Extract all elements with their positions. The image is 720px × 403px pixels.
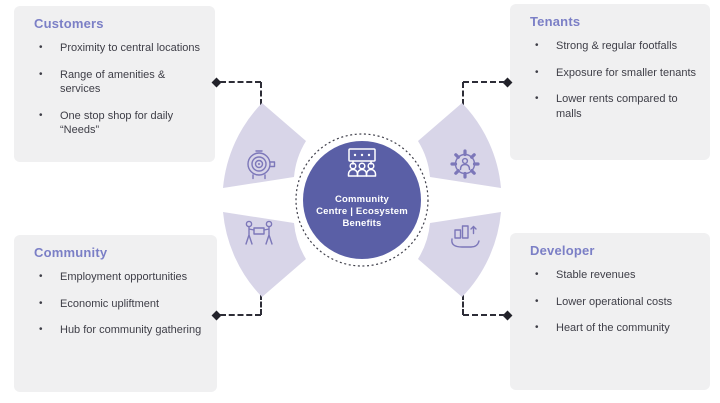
people-carrying-icon xyxy=(245,220,273,245)
connector-bottom-left-vertical xyxy=(260,294,262,315)
hub-graphic xyxy=(223,103,501,297)
petal-bottom-right xyxy=(418,212,501,297)
hub-label-line2: Centre | Ecosystem xyxy=(316,205,408,217)
list-item-text: Strong & regular footfalls xyxy=(556,40,678,52)
petal-bottom-left xyxy=(223,212,306,297)
tenants-box-title: Tenants xyxy=(530,14,581,29)
developer-box: Developer • Stable revenues • Lower oper… xyxy=(510,233,710,390)
tenants-box: Tenants • Strong & regular footfalls • E… xyxy=(510,4,710,160)
connector-bottom-right-vertical xyxy=(462,294,464,315)
bullet-marker: • xyxy=(535,66,539,78)
list-item: • Heart of the community xyxy=(530,321,696,336)
hand-coins-icon xyxy=(451,225,480,248)
connector-bottom-left-horizontal xyxy=(220,314,261,316)
bullet-marker: • xyxy=(39,68,43,80)
bullet-marker: • xyxy=(39,324,43,336)
list-item: • Proximity to central locations xyxy=(34,41,201,56)
list-item-text: Proximity to central locations xyxy=(60,42,200,54)
list-item: • Strong & regular footfalls xyxy=(530,39,696,54)
bullet-marker: • xyxy=(39,109,43,121)
list-item-text: Stable revenues xyxy=(556,269,636,281)
connector-top-left-vertical xyxy=(260,82,262,105)
petal-top-left xyxy=(223,103,306,188)
developer-box-title: Developer xyxy=(530,243,595,258)
list-item-text: Hub for community gathering xyxy=(60,324,202,337)
list-item: • Stable revenues xyxy=(530,268,696,283)
bullet-marker: • xyxy=(39,297,43,309)
list-item: • Range of amenities & services xyxy=(34,68,201,97)
hub-label-line3: Benefits xyxy=(342,217,382,229)
customers-box: Customers • Proximity to central locatio… xyxy=(14,6,215,162)
hub-label-line1: Community xyxy=(334,194,390,205)
customers-box-title: Customers xyxy=(34,16,104,31)
list-item-text: Heart of the community xyxy=(556,322,670,335)
community-box: Community • Employment opportunities • E… xyxy=(14,235,217,392)
bullet-marker: • xyxy=(535,93,539,105)
bullet-marker: • xyxy=(535,269,539,280)
community-centre-storefront-people-icon xyxy=(347,148,377,177)
bullet-marker: • xyxy=(535,295,539,307)
petal-top-right xyxy=(418,103,501,188)
list-item: • Lower operational costs xyxy=(530,295,696,310)
list-item-text: Lower rents compared to malls xyxy=(556,93,678,120)
bullet-marker: • xyxy=(39,42,43,53)
list-item-text: Employment opportunities xyxy=(60,271,188,283)
bullet-marker: • xyxy=(535,322,539,334)
list-item: • Hub for community gathering xyxy=(34,323,203,338)
list-item: • One stop shop for daily “Needs” xyxy=(34,109,201,138)
list-item-text: Range of amenities & services xyxy=(60,68,166,96)
bullet-marker: • xyxy=(535,40,539,51)
list-item-text: Economic upliftment xyxy=(60,297,160,310)
gear-person-icon xyxy=(450,149,480,179)
list-item: • Lower rents compared to malls xyxy=(530,92,696,121)
hub-label: Community Centre | Ecosystem Benefits xyxy=(302,194,422,230)
connector-top-right-horizontal xyxy=(463,81,505,83)
list-item-text: One stop shop for daily “Needs” xyxy=(60,109,174,137)
list-item-text: Exposure for smaller tenants xyxy=(556,66,697,79)
list-item: • Employment opportunities xyxy=(34,270,203,285)
connector-bottom-right-horizontal xyxy=(463,314,505,316)
list-item: • Exposure for smaller tenants xyxy=(530,66,696,81)
list-item-text: Lower operational costs xyxy=(556,295,673,308)
community-box-title: Community xyxy=(34,245,108,260)
list-item: • Economic upliftment xyxy=(34,297,203,312)
target-savings-icon xyxy=(247,150,276,180)
connector-top-right-vertical xyxy=(462,82,464,105)
hub-circle xyxy=(303,141,421,259)
connector-top-left-horizontal xyxy=(220,81,261,83)
bullet-marker: • xyxy=(39,271,43,282)
